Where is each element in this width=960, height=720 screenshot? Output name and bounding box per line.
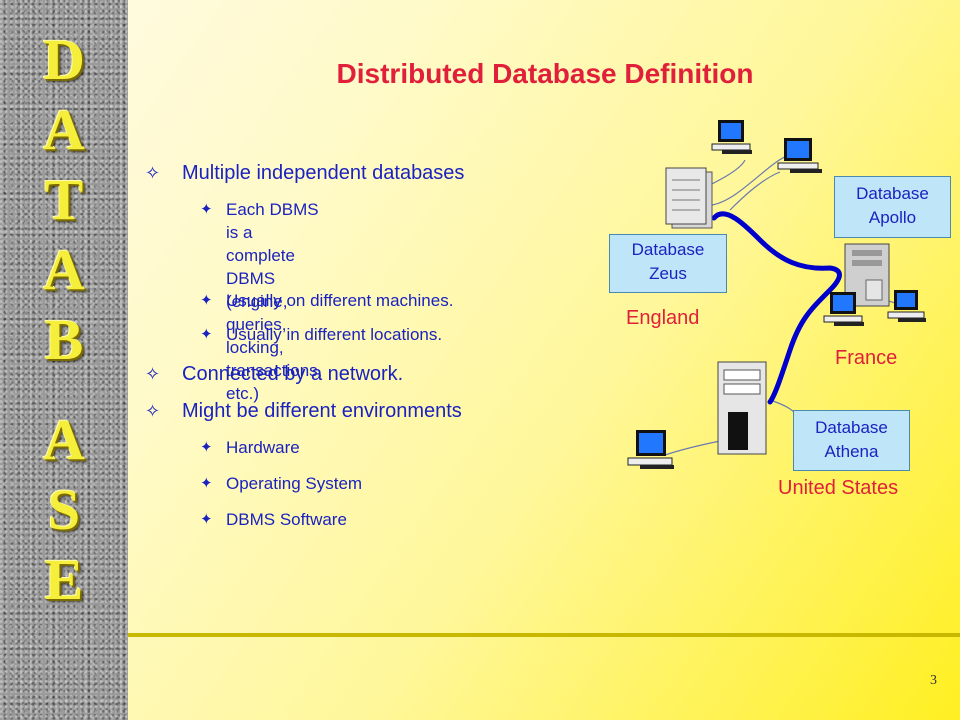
cable-line (711, 154, 791, 206)
cable-line (729, 171, 781, 211)
sidebar-texture: D A T A B A S E (0, 0, 128, 720)
cable-line (664, 439, 726, 456)
sub-bullet-text: DBMS Software (226, 510, 347, 529)
sidebar-letter-e: E (44, 547, 84, 612)
sidebar-letter-s: S (47, 477, 81, 542)
sub-bullet-text: Hardware (226, 438, 300, 457)
workstation-icon (627, 430, 674, 469)
sub-bullet-text: Operating System (226, 474, 363, 493)
sub-bullet-text: Usually on different machines. (226, 291, 454, 310)
server-icon (717, 361, 767, 455)
sidebar-letter-a3: A (43, 407, 85, 472)
sub-bullet-text: Usually in different locations. (226, 325, 443, 344)
sidebar-letter-a2: A (43, 237, 85, 302)
network-backbone (711, 211, 842, 405)
bullet-text: Connected by a network. (182, 363, 404, 385)
star-outline-icon: ✧ (145, 163, 161, 183)
workstation-icon (887, 290, 926, 322)
database-zeus-label: Database Zeus (609, 234, 727, 293)
star-filled-icon: ✦ (200, 326, 213, 343)
sidebar-letter-b: B (44, 307, 84, 372)
bullet-text: Might be different environments (182, 400, 462, 422)
star-outline-icon: ✧ (145, 401, 161, 421)
database-athena-label: Database Athena (793, 410, 910, 471)
server-icon (665, 167, 713, 229)
page-number: 3 (930, 673, 937, 688)
sidebar-letter-t: T (44, 167, 84, 232)
workstation-icon (777, 138, 822, 173)
sidebar-letter-a: A (43, 97, 85, 162)
bullet-text: Multiple independent databases (182, 162, 465, 184)
location-united-states: United States (778, 477, 899, 499)
server-icon (844, 243, 890, 307)
workstation-icon (823, 292, 864, 326)
sub-bullet-text: Each DBMS is a complete DBMS (engine, qu… (226, 200, 323, 403)
star-filled-icon: ✦ (200, 439, 213, 456)
star-filled-icon: ✦ (200, 511, 213, 528)
database-apollo-label: Database Apollo (834, 176, 951, 238)
star-filled-icon: ✦ (200, 475, 213, 492)
workstation-icon (711, 120, 752, 154)
sidebar-letter-d: D (43, 27, 85, 92)
location-france: France (835, 347, 898, 369)
star-filled-icon: ✦ (200, 201, 213, 218)
star-filled-icon: ✦ (200, 292, 213, 309)
location-england: England (626, 307, 700, 329)
footer-divider (128, 633, 960, 637)
slide-title: Distributed Database Definition (336, 58, 754, 89)
network-diagram (627, 120, 926, 469)
star-outline-icon: ✧ (145, 364, 161, 384)
